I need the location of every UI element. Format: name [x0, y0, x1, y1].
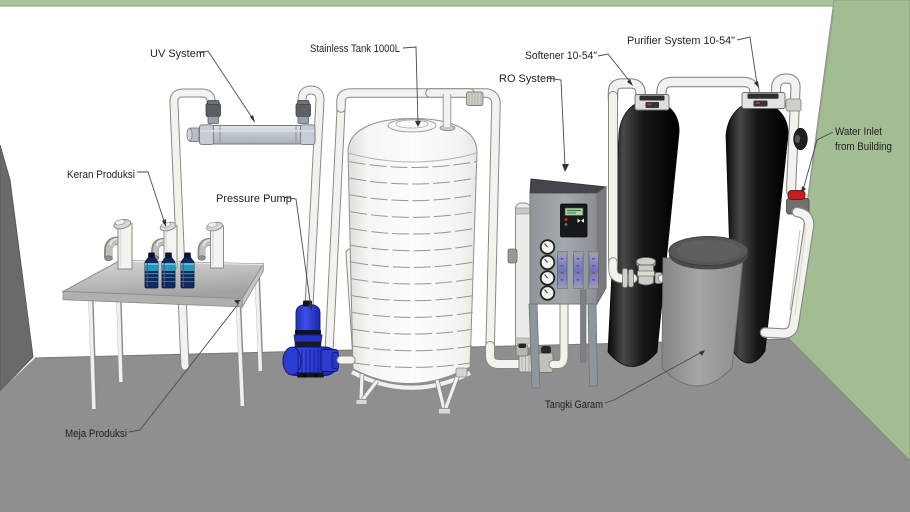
svg-text:Water Inlet: Water Inlet [835, 126, 882, 138]
svg-text:Pressure Pump: Pressure Pump [216, 193, 292, 205]
svg-text:Stainless Tank 1000L: Stainless Tank 1000L [310, 43, 400, 55]
svg-text:from Building: from Building [835, 141, 892, 153]
svg-text:UV System: UV System [150, 48, 205, 60]
svg-text:Tangki Garam: Tangki Garam [545, 399, 603, 411]
svg-text:Meja Produksi: Meja Produksi [65, 428, 127, 440]
svg-text:Softener 10-54": Softener 10-54" [525, 50, 597, 62]
svg-text:RO System: RO System [499, 73, 555, 85]
svg-text:Keran Produksi: Keran Produksi [67, 169, 135, 181]
svg-text:Purifier System 10-54": Purifier System 10-54" [627, 35, 735, 47]
